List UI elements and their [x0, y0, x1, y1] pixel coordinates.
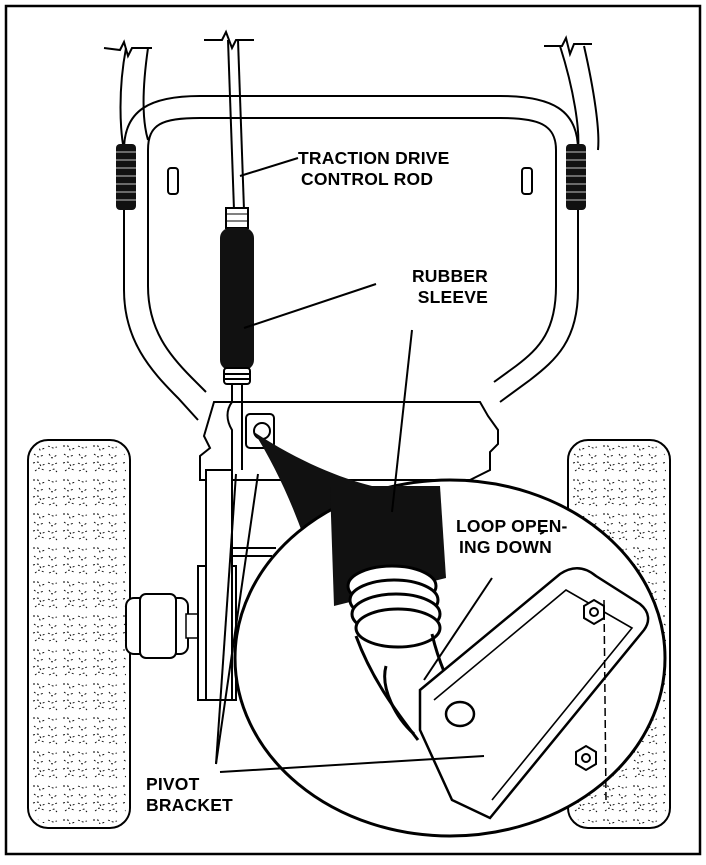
label-line-2: BRACKET	[146, 795, 233, 815]
label-traction-drive-control-rod: TRACTION DRIVE CONTROL ROD	[298, 148, 450, 190]
label-line-2: CONTROL ROD	[301, 169, 434, 189]
label-line-2: SLEEVE	[417, 287, 488, 307]
leader-lines	[215, 157, 545, 773]
label-line-1: RUBBER	[411, 266, 488, 286]
label-line-1: PIVOT	[146, 774, 200, 794]
label-pivot-bracket: PIVOT BRACKET	[146, 774, 233, 816]
rubber-sleeve	[220, 228, 254, 370]
label-line-2: ING DOWN	[459, 537, 552, 557]
left-knob	[116, 144, 136, 210]
label-loop-opening-down: LOOP OPEN- ING DOWN	[456, 516, 568, 558]
handlebars	[103, 35, 600, 421]
label-line-1: TRACTION DRIVE	[298, 148, 450, 168]
figure-border	[4, 4, 702, 856]
label-rubber-sleeve: RUBBER SLEEVE	[388, 266, 488, 308]
left-tire	[27, 439, 131, 829]
label-line-1: LOOP OPEN-	[456, 516, 568, 536]
spring-coils	[223, 367, 251, 470]
right-knob	[566, 144, 586, 210]
traction-drive-control-rod	[204, 29, 254, 229]
